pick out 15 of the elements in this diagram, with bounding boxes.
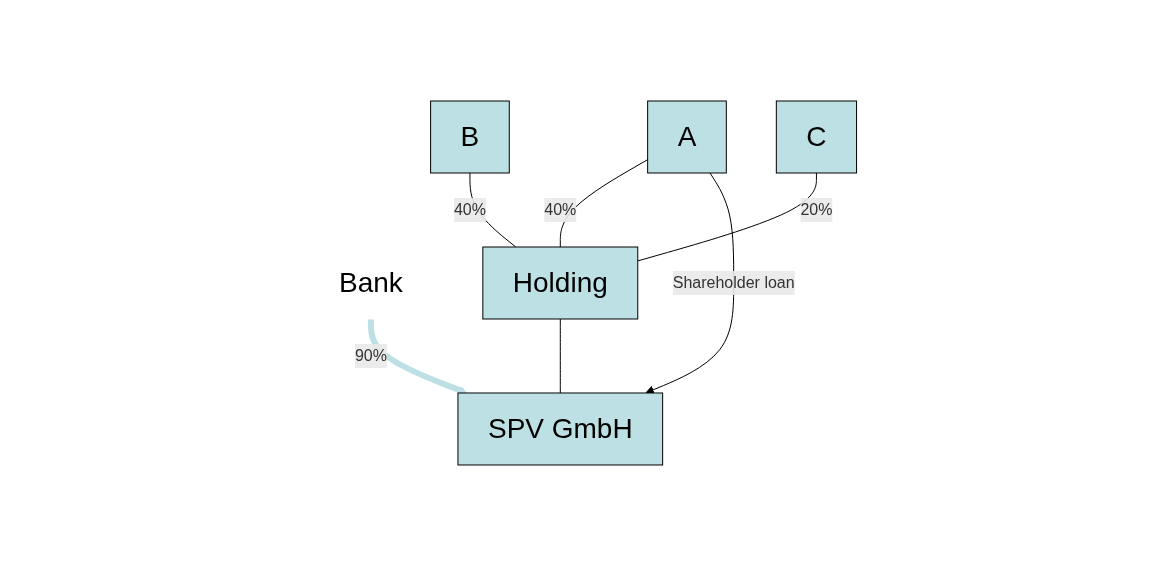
edge-label: 90%	[354, 346, 387, 364]
edge-label: 40%	[544, 201, 577, 218]
connector	[637, 172, 817, 262]
arrow	[367, 319, 467, 395]
arrow	[645, 172, 734, 394]
node-box: B	[429, 100, 510, 174]
node-box: A	[646, 100, 727, 174]
connector	[559, 318, 561, 394]
edge-label: 40%	[453, 201, 486, 218]
edge-label: Shareholder loan	[672, 273, 795, 291]
node-box: C	[775, 100, 857, 174]
node-text: Bank	[338, 266, 403, 298]
edge-label: 20%	[800, 201, 833, 218]
node-box: SPV GmbH	[457, 392, 663, 466]
node-box: Holding	[482, 246, 638, 320]
